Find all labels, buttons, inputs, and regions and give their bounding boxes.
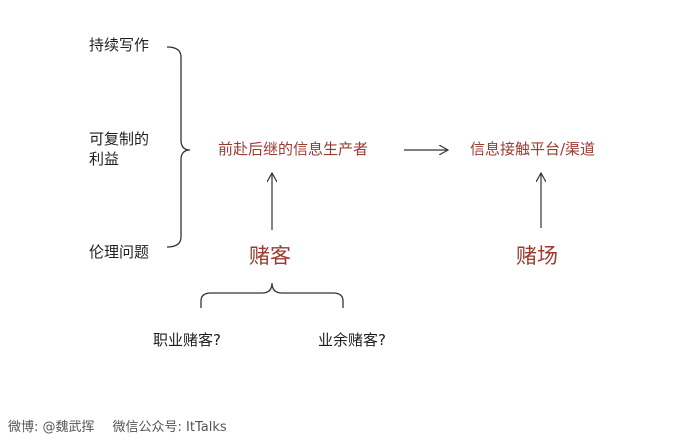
gambler-brace: [200, 282, 344, 308]
footer-wechat: 微信公众号: ItTalks: [112, 420, 227, 435]
subtype-professional-gambler: 职业赌客?: [153, 331, 221, 349]
node-gambler: 赌客: [249, 244, 291, 268]
node-casino: 赌场: [516, 244, 558, 268]
factor-ethics: 伦理问题: [89, 243, 150, 261]
subtype-amateur-gambler: 业余赌客?: [318, 331, 386, 349]
factor-continuous-writing: 持续写作: [89, 36, 150, 54]
footer-weibo: 微博: @魏武挥: [8, 420, 95, 435]
factor-replicable-benefit-line1: 可复制的: [89, 130, 150, 148]
factors-brace: [166, 46, 191, 248]
node-information-producers: 前赴后继的信息生产者: [218, 140, 369, 158]
factor-replicable-benefit-line2: 利益: [89, 150, 120, 168]
node-information-platform: 信息接触平台/渠道: [470, 140, 596, 158]
footer-credit: 微博: @魏武挥 微信公众号: ItTalks: [8, 416, 227, 435]
